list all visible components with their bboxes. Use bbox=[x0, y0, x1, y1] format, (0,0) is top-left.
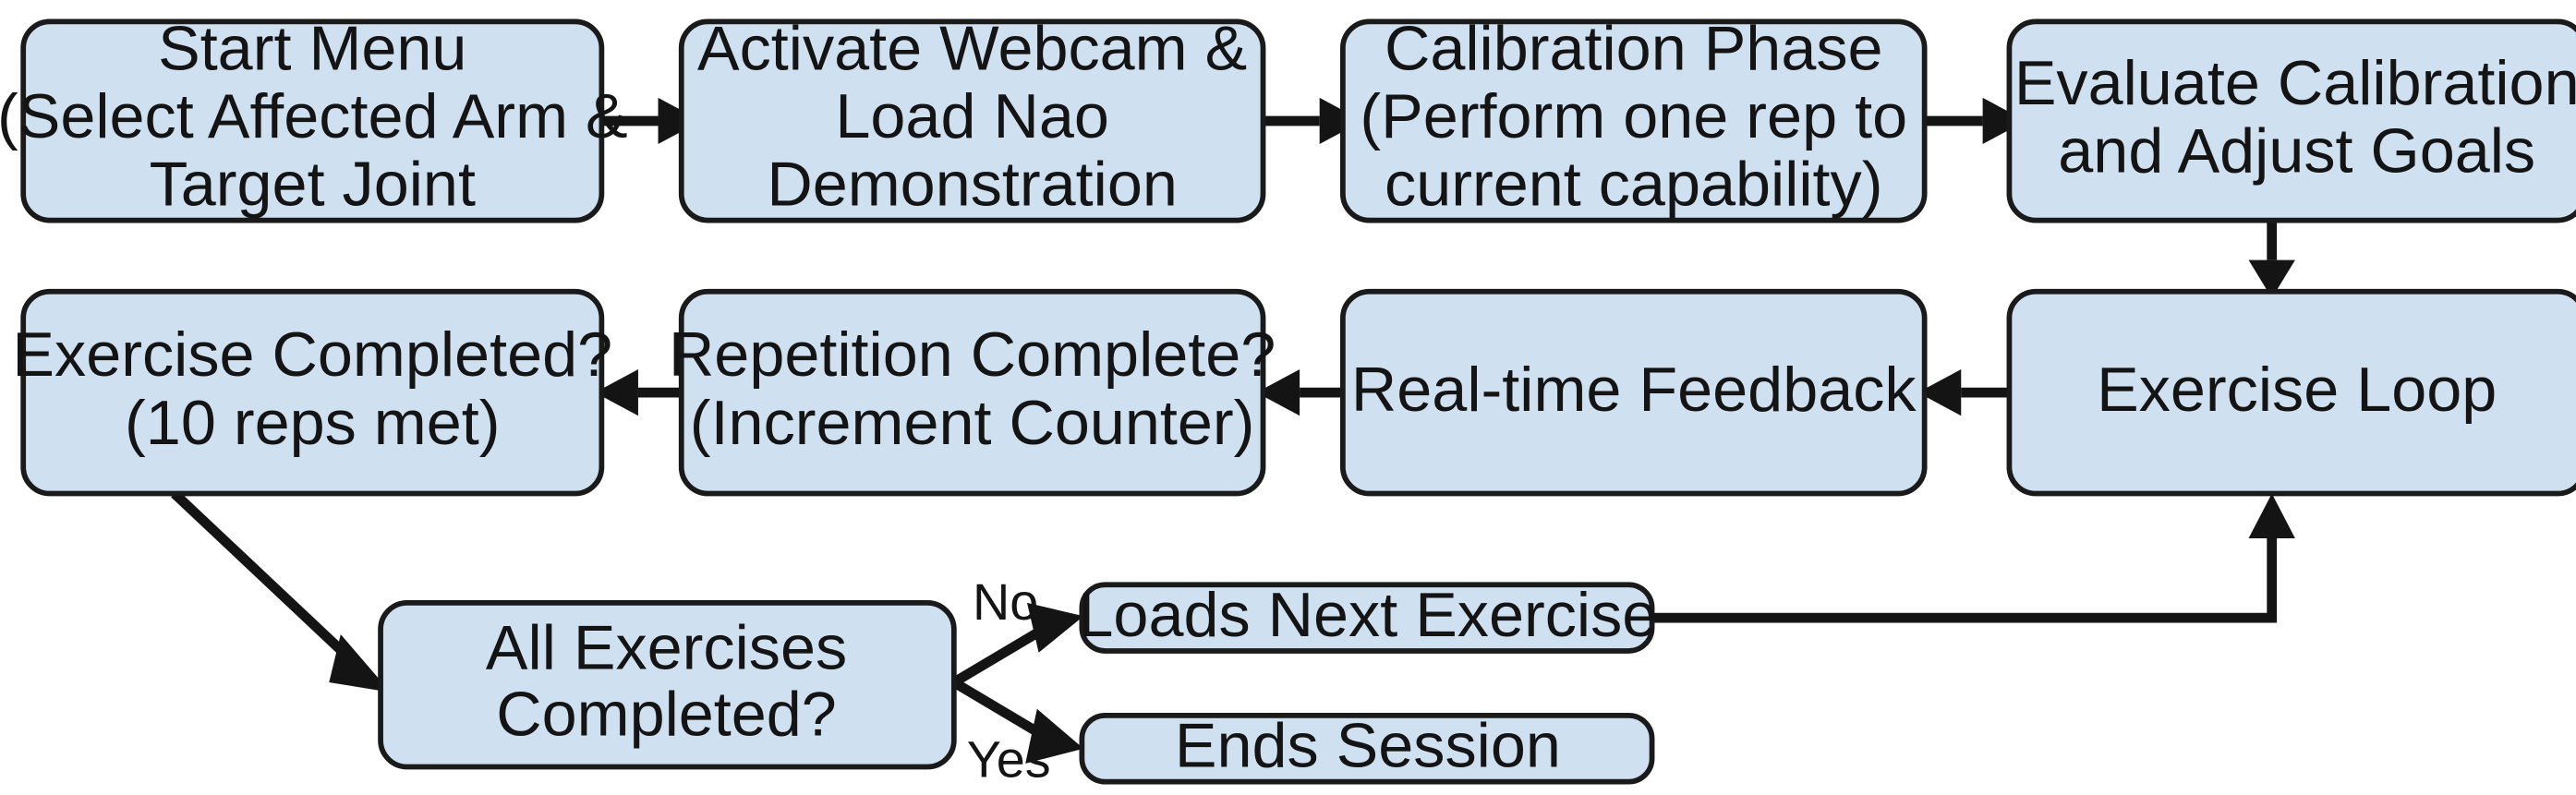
node-shape[interactable] bbox=[2006, 288, 2576, 497]
node-activate-webcam[interactable]: Activate Webcam & Load Nao Demonstration bbox=[678, 13, 1266, 223]
node-label-line: Exercise Loop bbox=[2097, 355, 2497, 425]
node-label-line: All Exercises bbox=[486, 613, 847, 683]
edge-exercise-completed-to-all-exercises-completed bbox=[171, 489, 391, 693]
node-all-exercises-completed[interactable]: All Exercises Completed? bbox=[378, 600, 957, 770]
node-shape[interactable] bbox=[20, 288, 605, 497]
node-label-line: Repetition Complete? bbox=[669, 319, 1276, 390]
arrowhead-icon bbox=[329, 634, 391, 693]
edge-realtime-feedback-to-repetition-complete bbox=[1256, 369, 1343, 416]
node-label-line: (10 reps met) bbox=[125, 388, 500, 458]
node-shape[interactable] bbox=[678, 18, 1266, 223]
edge-calibration-phase-to-evaluate-calibration bbox=[1924, 97, 2026, 145]
node-ends-session[interactable]: Ends Session bbox=[1079, 711, 1655, 785]
node-label-line: Completed? bbox=[496, 680, 837, 750]
node-repetition-complete[interactable]: Repetition Complete? (Increment Counter) bbox=[669, 288, 1276, 497]
arrowhead-icon bbox=[2248, 259, 2295, 298]
node-label-line: Load Nao bbox=[835, 81, 1108, 151]
edge-label-group: No Yes bbox=[967, 573, 1051, 788]
node-label-line: Demonstration bbox=[767, 150, 1178, 220]
edge-loads-next-exercise-to-exercise-loop bbox=[1651, 493, 2295, 623]
node-label-line: (Perform one rep to bbox=[1360, 81, 1907, 151]
node-shape[interactable] bbox=[1339, 288, 1928, 497]
node-start-menu[interactable]: Start Menu (Select Affected Arm & Target… bbox=[0, 13, 628, 223]
node-label-line: (Increment Counter) bbox=[690, 388, 1255, 458]
node-label-line: Loads Next Exercise bbox=[1078, 580, 1657, 650]
node-shape[interactable] bbox=[1339, 18, 1928, 223]
node-group: Start Menu (Select Affected Arm & Target… bbox=[0, 13, 2576, 785]
node-shape[interactable] bbox=[678, 288, 1266, 497]
edge-line bbox=[951, 626, 1044, 687]
node-label-line: Activate Webcam & bbox=[697, 13, 1247, 83]
arrowhead-icon bbox=[1027, 602, 1084, 653]
node-calibration-phase[interactable]: Calibration Phase (Perform one rep to cu… bbox=[1339, 13, 1928, 223]
node-label-line: Calibration Phase bbox=[1385, 13, 1883, 83]
edge-evaluate-calibration-to-exercise-loop bbox=[2248, 220, 2295, 298]
edge-group bbox=[171, 97, 2295, 764]
node-realtime-feedback[interactable]: Real-time Feedback bbox=[1339, 288, 1928, 497]
edge-label-no: No bbox=[973, 573, 1038, 631]
node-label-line: Start Menu bbox=[158, 13, 466, 83]
node-exercise-completed[interactable]: Exercise Completed? (10 reps met) bbox=[12, 288, 612, 497]
arrowhead-icon bbox=[1025, 708, 1084, 764]
edge-line bbox=[951, 678, 1044, 739]
arrowhead-icon bbox=[595, 369, 638, 416]
node-evaluate-calibration[interactable]: Evaluate Calibration and Adjust Goals bbox=[2006, 18, 2576, 223]
node-label-line: Exercise Completed? bbox=[12, 319, 612, 390]
node-loads-next-exercise[interactable]: Loads Next Exercise bbox=[1078, 580, 1657, 654]
node-shape[interactable] bbox=[2006, 18, 2576, 223]
node-shape[interactable] bbox=[1079, 582, 1655, 654]
node-label-line: Ends Session bbox=[1175, 711, 1561, 781]
arrowhead-icon bbox=[1917, 369, 1962, 416]
edge-repetition-complete-to-exercise-completed bbox=[595, 369, 682, 416]
node-shape[interactable] bbox=[378, 600, 957, 770]
edge-all-exercises-completed-to-loads-next-exercise bbox=[951, 602, 1084, 687]
node-label-line: Evaluate Calibration bbox=[2014, 48, 2576, 118]
node-shape[interactable] bbox=[1079, 713, 1655, 785]
edge-all-exercises-completed-to-ends-session bbox=[951, 678, 1084, 764]
node-label-line: (Select Affected Arm & bbox=[0, 81, 628, 151]
node-label-line: Real-time Feedback bbox=[1351, 355, 1917, 425]
edge-line bbox=[171, 489, 357, 667]
node-label-line: current capability) bbox=[1385, 150, 1882, 220]
arrowhead-icon bbox=[2248, 493, 2295, 538]
node-label-line: Target Joint bbox=[150, 150, 476, 220]
node-exercise-loop[interactable]: Exercise Loop bbox=[2006, 288, 2576, 497]
edge-line bbox=[1651, 537, 2278, 623]
edge-exercise-loop-to-realtime-feedback bbox=[1917, 369, 2010, 416]
arrowhead-icon bbox=[1982, 97, 2026, 145]
arrowhead-icon bbox=[1256, 369, 1300, 416]
node-label-line: and Adjust Goals bbox=[2058, 116, 2535, 187]
node-shape[interactable] bbox=[20, 18, 605, 223]
edge-label-yes: Yes bbox=[967, 731, 1051, 789]
